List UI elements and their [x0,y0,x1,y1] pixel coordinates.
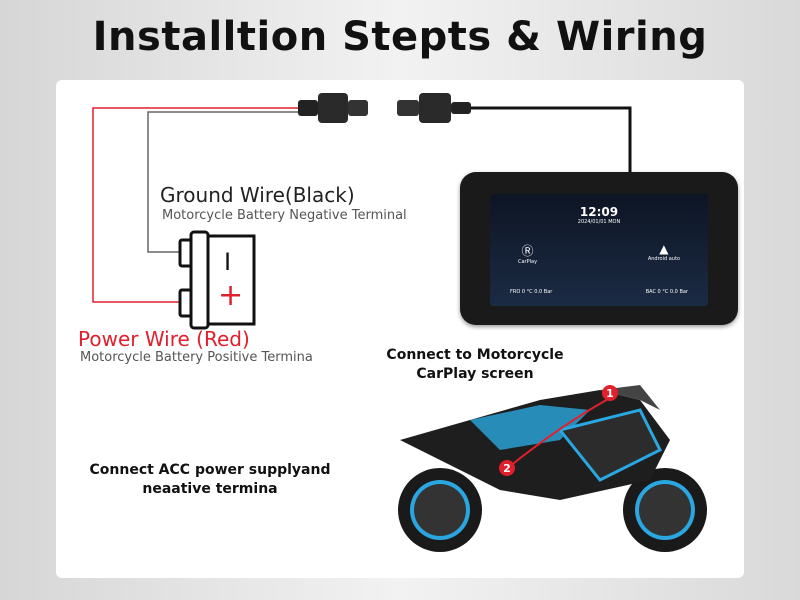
android-auto-app: ▲Android auto [648,242,680,262]
device-date: 2024/01/01 MON [577,219,621,225]
caption-line: Connect to Motorcycle [386,347,564,363]
connector-left [298,93,368,123]
battery-negative-symbol: I [224,248,232,276]
ground-wire-label: Ground Wire(Black) [160,183,355,207]
caption-line: CarPlay screen [416,366,534,382]
motorcycle-illustration: 1 2 [398,385,707,552]
ground-wire [147,111,300,253]
power-wire-label: Power Wire (Red) [78,327,250,351]
device-cable [471,106,632,176]
marker-2: 2 [503,462,511,475]
power-wire [92,107,300,303]
front-tire-readout: FRO 0 °C 0.0 Bar [510,289,553,295]
battery-icon [178,230,256,330]
marker-1: 1 [606,387,614,400]
connect-acc-caption: Connect ACC power supplyand neaative ter… [60,461,360,499]
carplay-icon: Ⓡ [521,244,534,258]
connect-screen-caption: Connect to Motorcycle CarPlay screen [360,346,590,384]
caption-line: neaative termina [142,481,278,497]
ground-wire-sublabel: Motorcycle Battery Negative Terminal [162,208,407,223]
connector-right [397,93,471,123]
power-wire-sublabel: Motorcycle Battery Positive Termina [80,350,313,365]
android-auto-icon: ▲ [659,242,669,256]
page-title: Installtion Stepts & Wiring [92,14,708,60]
caption-line: Connect ACC power supplyand [89,462,331,478]
android-auto-label: Android auto [647,256,680,262]
battery-positive-symbol: + [218,278,244,313]
rear-tire-readout: BAC 0 °C 0.0 Bar [645,289,688,295]
carplay-label: CarPlay [518,259,538,265]
device-clock: 12:09 [579,205,619,219]
